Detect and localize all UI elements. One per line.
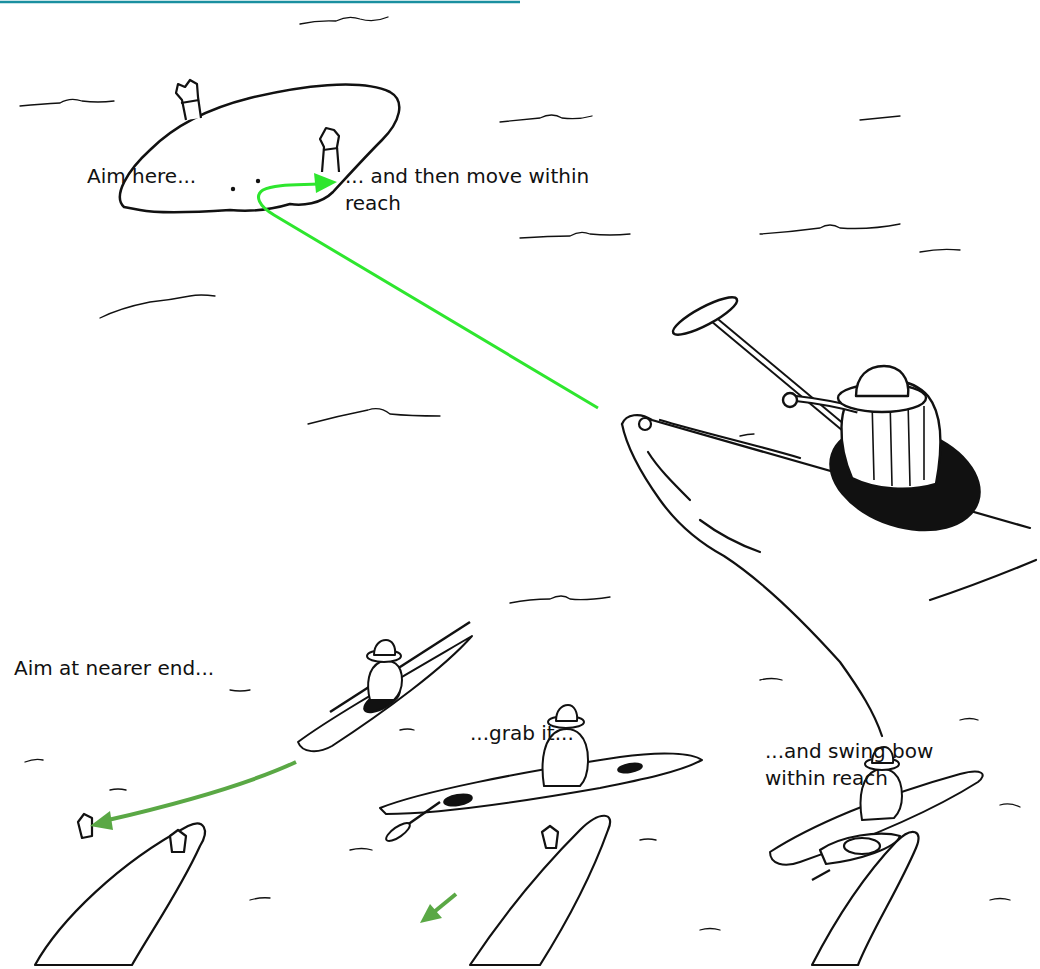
rescuer-figure — [783, 393, 797, 407]
capsized-kayak-small — [78, 814, 92, 838]
water-ripple — [640, 839, 656, 840]
rescuer-kayak — [622, 415, 1036, 736]
capsized-kayak-small — [812, 832, 919, 965]
capsized-kayak-small — [812, 870, 830, 880]
approach-path-arrow — [90, 811, 113, 830]
water-ripple — [100, 295, 215, 318]
approach-path-arrow — [314, 173, 337, 193]
water-ripple — [760, 679, 782, 681]
rescuer-kayak-small — [443, 793, 472, 808]
rescuer-kayak-small — [380, 753, 702, 814]
paddle — [669, 291, 741, 341]
water-ripple — [700, 929, 720, 931]
rescuer-kayak — [700, 520, 760, 552]
water-ripple — [1000, 804, 1020, 807]
rescuer-kayak — [930, 560, 1036, 600]
swimmer-arm — [320, 128, 339, 172]
water-ripple — [300, 17, 388, 24]
approach-path-arrow — [259, 173, 598, 408]
capsized-kayak-small — [35, 823, 205, 965]
hull-dot — [231, 187, 235, 191]
water-ripple — [990, 899, 1010, 901]
hull-dot — [231, 179, 260, 191]
rescuer-kayak-small — [617, 762, 642, 774]
rescuer-kayak-small — [330, 622, 470, 712]
rescuer-kayak-small — [298, 622, 472, 751]
header-rule — [0, 1, 520, 4]
rescuer-kayak — [648, 452, 690, 500]
annotation-label: ... and then move within reach — [345, 163, 625, 217]
approach-path-arrow — [108, 762, 296, 820]
annotation-label: Aim at nearer end... — [14, 655, 284, 682]
swimmer-arm — [176, 80, 201, 120]
water-ripple — [960, 719, 978, 721]
water-ripple — [20, 17, 1020, 930]
hull-dot — [256, 179, 260, 183]
rescuer-kayak — [639, 418, 651, 430]
water-ripple — [250, 898, 270, 900]
rescuer-kayak-small — [298, 636, 472, 751]
water-ripple — [25, 759, 43, 762]
approach-path-arrow — [259, 184, 598, 408]
capsized-kayak-small — [470, 816, 610, 965]
water-ripple — [20, 99, 114, 106]
water-ripple — [740, 434, 754, 436]
rescuer-kayak-small — [384, 820, 413, 844]
water-ripple — [500, 115, 592, 122]
water-ripple — [350, 849, 372, 851]
capsized-kayak-small — [820, 834, 900, 864]
annotation-label: ...grab it... — [470, 720, 630, 747]
annotation-label: Aim here... — [87, 163, 237, 190]
water-ripple — [230, 690, 250, 691]
water-ripple — [308, 409, 440, 424]
capsized-kayak-small — [542, 826, 558, 848]
rescuer-kayak — [660, 420, 800, 458]
water-ripple — [860, 116, 900, 120]
water-ripple — [760, 224, 900, 234]
swimmer-arm — [181, 100, 199, 103]
water-ripple — [920, 249, 960, 252]
water-ripple — [510, 596, 610, 603]
capsized-kayak-small — [35, 814, 205, 965]
rescuer-kayak-small — [556, 705, 577, 721]
swimmer-arm — [323, 148, 338, 150]
rescuer-figure — [783, 366, 940, 489]
swing-arrow — [420, 894, 456, 923]
rescuer-kayak-small — [770, 747, 983, 865]
swimmer-arm — [176, 80, 339, 172]
capsized-kayak-small — [844, 838, 880, 854]
capsized-kayak-small — [470, 816, 610, 965]
approach-path-arrow — [90, 762, 296, 830]
water-ripple — [110, 789, 126, 790]
rescuer-figure — [856, 366, 908, 396]
water-ripple — [520, 232, 630, 238]
swing-arrow — [434, 894, 456, 912]
rescuer-kayak-small — [374, 640, 395, 655]
swing-arrow — [420, 904, 442, 923]
capsized-kayak-small — [170, 830, 186, 852]
rescuer-kayak-small — [380, 705, 702, 844]
rescuer-kayak-small — [368, 661, 402, 700]
water-ripple — [400, 729, 414, 730]
annotation-label: ...and swing bow within reach — [765, 738, 965, 792]
capsized-kayak-small — [812, 832, 919, 965]
